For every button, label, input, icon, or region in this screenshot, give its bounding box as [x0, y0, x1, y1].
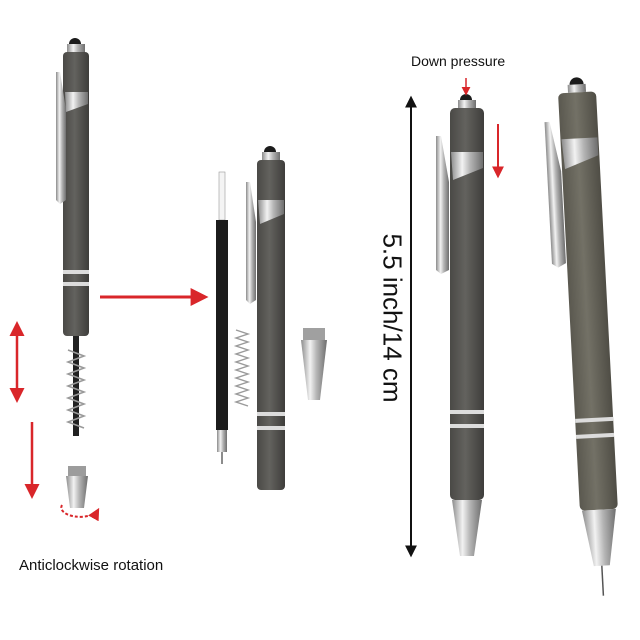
pen-clip [246, 182, 256, 304]
down-pressure-label: Down pressure [411, 53, 506, 69]
pen-disassembled [56, 38, 100, 522]
pen-clip [56, 72, 66, 204]
refill-icon [216, 220, 228, 430]
pen-clip [544, 121, 566, 268]
pen-body-empty [246, 146, 285, 490]
pen-angled [544, 77, 618, 596]
pen-tip-piece [301, 328, 327, 400]
pen-assembled [436, 78, 504, 556]
refill-group [216, 171, 251, 464]
spring-icon [233, 329, 251, 407]
size-label: 5.5 inch/14 cm [377, 233, 408, 403]
rotation-arrow-icon [60, 504, 100, 522]
rotation-label: Anticlockwise rotation [19, 557, 164, 574]
pen-clip [436, 136, 449, 274]
pen-barrel [63, 52, 89, 336]
spring-icon [65, 349, 87, 429]
